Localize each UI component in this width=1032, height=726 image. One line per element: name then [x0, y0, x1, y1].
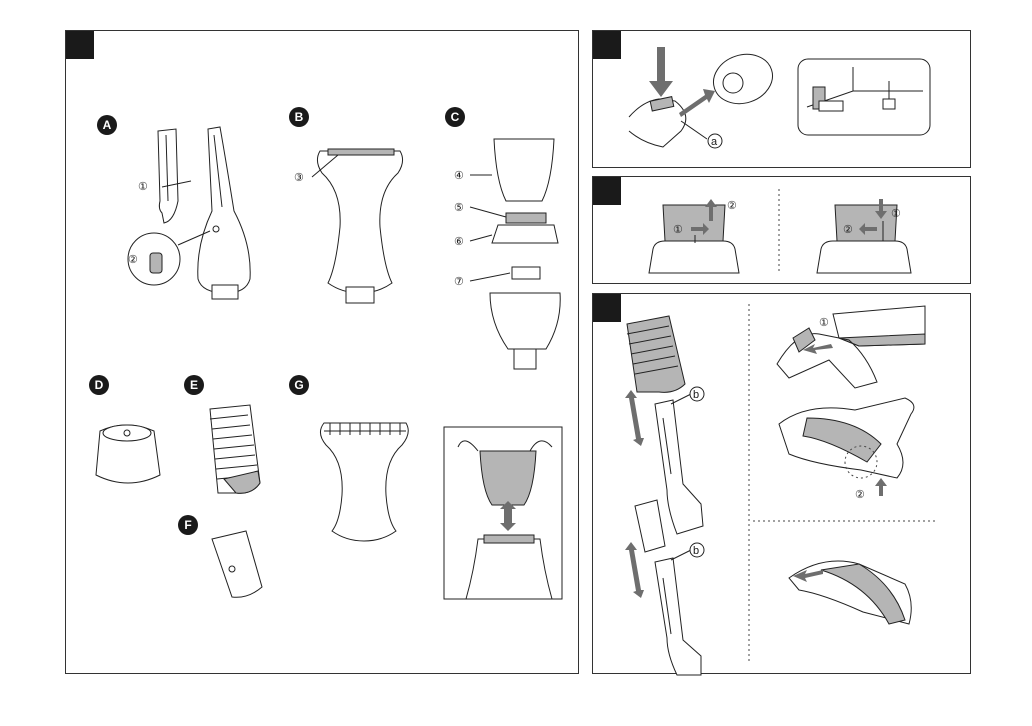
badge-f: F — [178, 515, 198, 535]
clean-step-1: ① — [819, 317, 829, 329]
comb-cleaning-illustration: b b ① ② — [593, 294, 972, 675]
arrow-icon — [679, 89, 715, 117]
comb-callout-top: b — [693, 389, 699, 401]
shaver-attachment-icon: ③ — [294, 149, 403, 303]
body-trimmer-icon — [320, 423, 408, 541]
badge-b-text: B — [295, 110, 304, 124]
badge-c-text: C — [451, 110, 460, 124]
oiling-panel: a — [592, 30, 971, 168]
small-cap-icon — [212, 531, 262, 597]
arrow-icon — [793, 570, 823, 582]
parts-panel: A B C D E F G — [65, 30, 579, 674]
badge-d-text: D — [95, 378, 104, 392]
shaver-head-exploded-icon: ④ ⑤ ⑥ ⑦ — [454, 139, 560, 369]
trimmer-icon: ① ② — [128, 127, 250, 299]
callout-1: ① — [138, 181, 148, 193]
unlock-step-2: ② — [843, 224, 853, 236]
badge-g-text: G — [294, 378, 303, 392]
arrow-icon — [649, 47, 673, 97]
badge-a: A — [97, 115, 117, 135]
callout-4: ④ — [454, 170, 464, 182]
badge-c: C — [445, 107, 465, 127]
arrow-icon — [625, 390, 644, 446]
callout-6: ⑥ — [454, 236, 464, 248]
arrow-icon — [875, 478, 887, 496]
badge-b: B — [289, 107, 309, 127]
badge-f-text: F — [184, 518, 191, 532]
badge-d: D — [89, 375, 109, 395]
badge-e: E — [184, 375, 204, 395]
clean-step-2: ② — [855, 489, 865, 501]
comb-icon — [627, 316, 685, 392]
callout-3: ③ — [294, 172, 304, 184]
head-lock-panel: ① ② ① ② — [592, 176, 971, 284]
unlock-step-1: ① — [891, 208, 901, 220]
callout-7: ⑦ — [454, 276, 464, 288]
blade-icon — [650, 97, 674, 111]
oiling-illustration: a — [593, 31, 972, 169]
comb-callout-bottom: b — [693, 545, 699, 557]
callout-5: ⑤ — [454, 202, 464, 214]
badge-e-text: E — [190, 378, 198, 392]
badge-a-text: A — [103, 118, 112, 132]
lock-step-2: ② — [727, 200, 737, 212]
comb-icon — [210, 405, 260, 493]
head-lock-illustration: ① ② ① ② — [593, 177, 972, 285]
badge-g: G — [289, 375, 309, 395]
arrow-icon — [625, 542, 644, 598]
comb-cleaning-panel: b b ① ② — [592, 293, 971, 674]
callout-2: ② — [128, 254, 138, 266]
parts-illustration: A B C D E F G — [66, 31, 580, 675]
attach-head-inset — [444, 427, 562, 599]
cap-icon — [96, 425, 160, 483]
lock-step-1: ① — [673, 224, 683, 236]
callout-a: a — [711, 136, 718, 148]
